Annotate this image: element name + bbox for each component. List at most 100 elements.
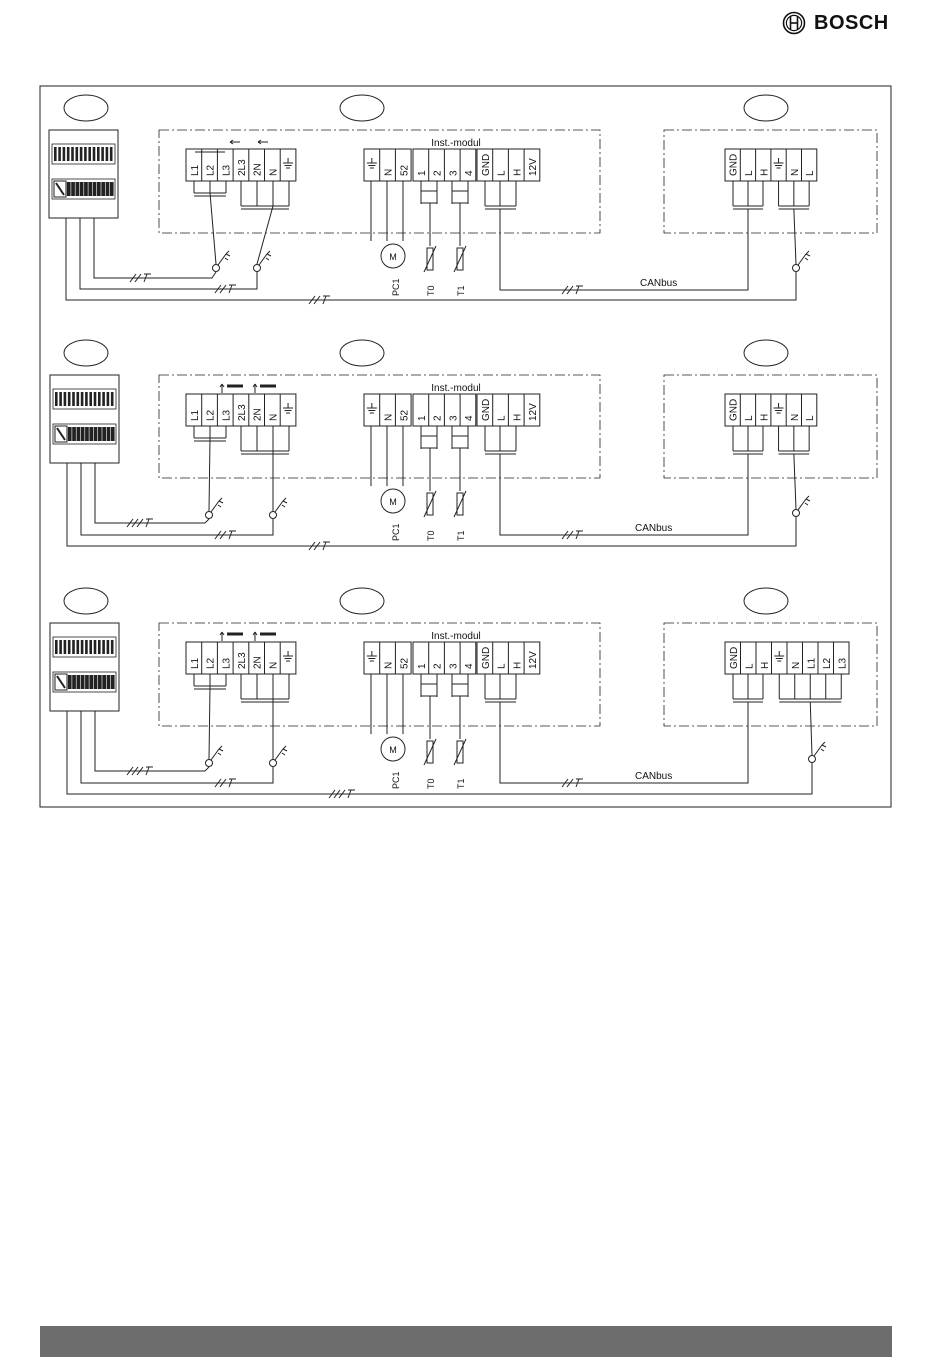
outdoor-terminal-label: L [805,415,816,421]
sensor-clamp [452,436,468,448]
breaker-module [91,675,94,689]
breaker-module [98,182,101,196]
breaker-module [111,392,114,406]
breaker-module [97,147,100,161]
breaker-module [89,392,92,406]
t1-sensor-label: T1 [456,530,466,541]
distribution-board [50,623,119,711]
breaker-module [99,427,102,441]
outdoor-terminal-label: H [759,414,770,421]
unit-tag [744,340,788,366]
sensor-terminal-label: 1 [417,415,428,421]
outdoor-terminal-label: N [790,169,801,176]
breaker-module [72,640,75,654]
outdoor-power-bundle [779,426,810,454]
breaker-module [95,675,98,689]
plug-prong [219,498,222,501]
power-terminal-label: 2L3 [237,404,248,421]
outdoor-terminal-label: H [759,169,770,176]
power-terminal-label: 2L3 [237,159,248,176]
power-terminal-label: N [268,662,279,669]
breaker-module [102,182,105,196]
breaker-module [110,147,113,161]
sensor-terminal-label: 4 [464,415,475,421]
power-cable-bundle-2 [241,674,289,702]
breaker-module [81,182,84,196]
pump-label: PC1 [391,278,401,296]
bus-terminal-label: L [497,415,508,421]
breaker-module [85,182,88,196]
power-plug-2 [270,746,288,767]
sensor-clamp [421,684,437,696]
power-terminal-label: 2N [253,163,264,176]
breaker-module [85,640,88,654]
power-plug-2 [254,251,272,272]
unit-tag [744,588,788,614]
plug-lead [259,254,267,265]
power-terminal-label: N [268,169,279,176]
sensor-terminal-label: 3 [448,415,459,421]
plug-terminal [206,760,213,767]
breaker-module [90,182,93,196]
breaker-module [107,640,110,654]
plug-prong [226,254,230,256]
bus-terminal-label: H [512,169,523,176]
breaker-module [99,675,102,689]
plug-prong [218,753,221,755]
sensor-terminal-label: 1 [417,170,428,176]
module-label: Inst.-modul [431,138,480,149]
power-feed [209,438,210,511]
plug-prong [267,251,270,254]
outdoor-power-bundle [779,674,841,702]
supply-wire-3 [67,711,812,794]
bus-cable-bundle [485,181,516,209]
bus-terminal-label: 12V [528,403,539,421]
breaker-module [94,392,97,406]
plug-prong [805,503,808,505]
breaker-module [80,147,83,161]
outdoor-terminal-label: L [805,170,816,176]
breaker-module [98,392,101,406]
power-feed [209,686,210,759]
plug-prong [218,505,221,507]
outdoor-terminal-label: N [791,662,802,669]
plug-terminal [206,512,213,519]
bus-terminal-label: 12V [528,651,539,669]
canbus-wire [500,454,748,535]
breaker-module [58,147,61,161]
breaker-module [107,182,110,196]
plug-terminal [793,510,800,517]
supply-wire-1 [95,711,209,771]
breaker-module [54,147,57,161]
plug-lead [814,745,822,756]
outdoor-power-bundle [779,181,810,209]
breaker-module [77,182,80,196]
breaker-module [108,427,111,441]
breaker-module [85,392,88,406]
plug-prong [219,749,223,751]
module-label: Inst.-modul [431,631,480,642]
breaker-module [77,640,80,654]
sensor-terminal-label: 2 [433,663,444,669]
distribution-board-box [49,130,118,218]
breaker-module [72,392,75,406]
breaker-module [111,182,114,196]
breaker-module [112,675,115,689]
breaker-module [89,640,92,654]
outdoor-bus-bundle [733,426,763,454]
bus-terminal-label: L [497,170,508,176]
breaker-module [77,392,80,406]
power-terminal-label: 2L3 [237,652,248,669]
outdoor-terminal-label: GND [729,647,740,669]
outdoor-terminal-label: L [744,663,755,669]
motor-label: M [389,745,397,755]
outdoor-power-feed [794,209,796,264]
canbus-label: CANbus [635,771,672,782]
plug-prong [283,498,286,501]
breaker-module [86,427,89,441]
power-cable-bundle-2 [241,181,289,209]
module-tag [340,340,384,366]
power-terminal-label: L1 [190,164,201,176]
distribution-board [50,375,119,463]
